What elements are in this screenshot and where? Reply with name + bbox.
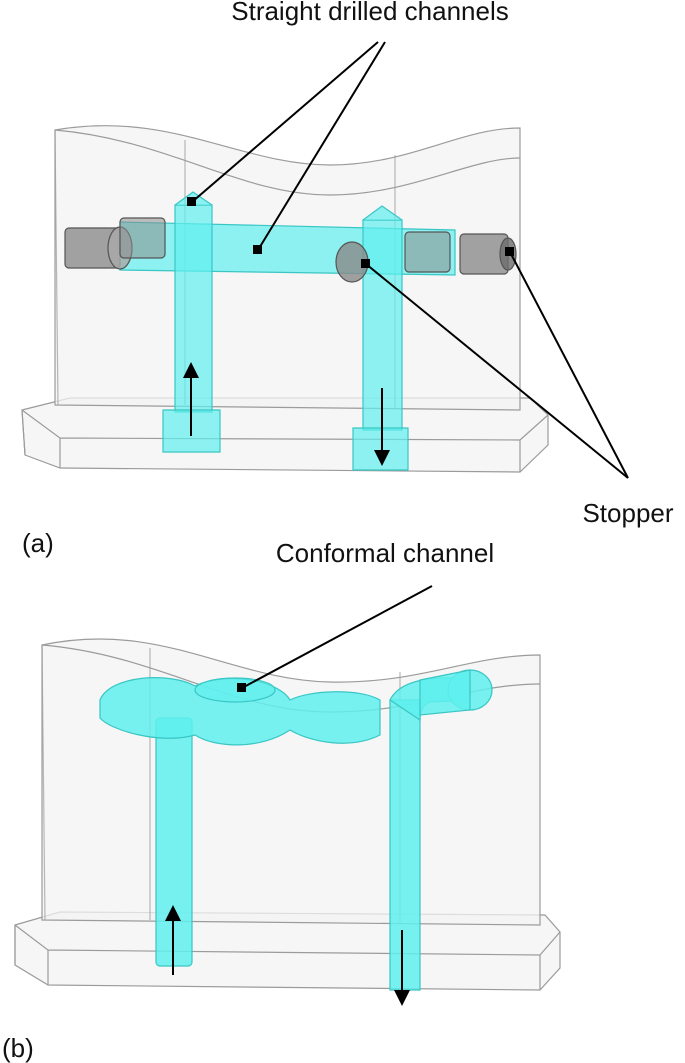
leader-lines-a [187,41,629,479]
leader-line-b [237,585,433,692]
conformal-outlet-vertical [389,699,421,991]
mold-shell-a [21,125,549,473]
stopper-left-inner [119,217,166,259]
panel-b: Conformal channel (b) [2,538,561,1063]
panel-a: Straight drilled channels Stopper (a) [21,0,674,558]
right-outlet-port [352,427,409,471]
label-straight-drilled-channels: Straight drilled channels [231,0,509,26]
stoppers [64,217,517,283]
label-stopper: Stopper [582,498,673,528]
stopper-right-inner [404,231,451,273]
panel-label-b: (b) [2,1033,34,1063]
conformal-channel [99,669,493,991]
left-vertical-channel [174,204,213,413]
straight-drilled-channels [119,191,456,471]
label-conformal-channel: Conformal channel [276,538,494,568]
panel-label-a: (a) [22,528,54,558]
